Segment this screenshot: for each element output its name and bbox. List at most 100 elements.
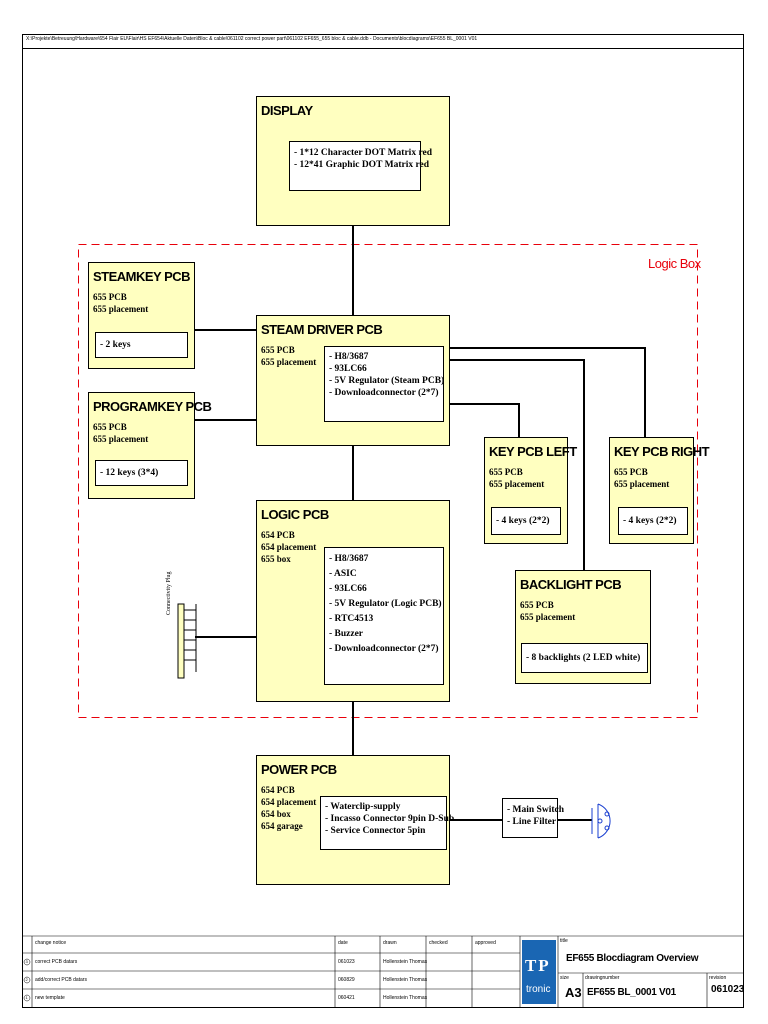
display-title: DISPLAY <box>261 103 313 118</box>
power-features: - Waterclip-supply - Incasso Connector 9… <box>320 796 455 850</box>
keyright-features: - 4 keys (2*2) <box>618 507 688 535</box>
mains-features: - Main Switch - Line Filter <box>502 798 564 838</box>
display-features: - 1*12 Character DOT Matrix red - 12*41 … <box>289 141 432 191</box>
power-sub-line: 654 garage <box>261 821 303 831</box>
programkey-block: PROGRAMKEY PCB 655 PCB 655 placement - 1… <box>88 392 212 499</box>
steamkey-block: STEAMKEY PCB 655 PCB 655 placement - 2 k… <box>88 262 195 369</box>
display-feature: - 12*41 Graphic DOT Matrix red <box>294 160 430 170</box>
steamdriver-sub-line: 655 PCB <box>261 345 295 355</box>
programkey-sub-line: 655 PCB <box>93 422 127 432</box>
steamdriver-block: STEAM DRIVER PCB 655 PCB 655 placement -… <box>256 315 450 446</box>
keyleft-features: - 4 keys (2*2) <box>491 507 561 535</box>
drawing-number: EF655 BL_0001 V01 <box>587 987 676 998</box>
programkey-title: PROGRAMKEY PCB <box>93 399 212 414</box>
programkey-sub-line: 655 placement <box>93 434 149 444</box>
keyright-block: KEY PCB RIGHT 655 PCB 655 placement - 4 … <box>609 437 710 544</box>
path-divider <box>22 48 744 49</box>
logic-sub: 654 PCB 654 placement 655 box <box>261 529 316 565</box>
power-title: POWER PCB <box>261 762 337 777</box>
logo-bottom-text: tronic <box>526 984 551 995</box>
logic-box-label: Logic Box <box>648 256 701 271</box>
display-feature: - 1*12 Character DOT Matrix red <box>294 148 432 158</box>
logic-feature: - Downloadconnector (2*7) <box>329 644 439 654</box>
connectivity-plug <box>177 603 197 679</box>
steamdriver-features: - H8/3687 - 93LC66 - 5V Regulator (Steam… <box>324 346 444 422</box>
row-drawn: Hollenstein Thomas <box>383 977 428 983</box>
backlight-title: BACKLIGHT PCB <box>520 577 622 592</box>
logic-block: LOGIC PCB 654 PCB 654 placement 655 box … <box>256 500 450 702</box>
steamdriver-feature: - Downloadconnector (2*7) <box>329 388 439 398</box>
row-index: 1 <box>25 995 28 1000</box>
steamkey-feature: - 2 keys <box>100 340 131 350</box>
logic-feature: - H8/3687 <box>329 554 369 564</box>
header-checked: checked <box>429 940 448 946</box>
wire-steamdriver-keyleft <box>442 403 520 437</box>
backlight-feature: - 8 backlights (2 LED white) <box>526 653 641 663</box>
drawing-title: EF655 Blocdiagram Overview <box>566 953 699 964</box>
logic-sub-line: 655 box <box>261 554 291 564</box>
row-drawn: Hollenstein Thomas <box>383 995 428 1001</box>
revision-label: revision <box>709 975 727 981</box>
power-feature: - Incasso Connector 9pin D-Sub <box>325 814 455 824</box>
logic-feature: - RTC4513 <box>329 614 374 624</box>
row-change: new template <box>35 995 65 1001</box>
power-feature: - Waterclip-supply <box>325 802 401 812</box>
backlight-sub-line: 655 placement <box>520 612 576 622</box>
power-block: POWER PCB 654 PCB 654 placement 654 box … <box>256 755 455 885</box>
revision-value: 061023 <box>711 984 745 995</box>
logic-feature: - 93LC66 <box>329 584 367 594</box>
power-feature: - Service Connector 5pin <box>325 826 426 836</box>
steamdriver-title: STEAM DRIVER PCB <box>261 322 383 337</box>
steamdriver-feature: - 93LC66 <box>329 364 367 374</box>
logic-feature: - 5V Regulator (Logic PCB) <box>329 599 442 609</box>
header-date: date <box>338 940 348 946</box>
row-change: correct PCB datars <box>35 959 78 965</box>
steamdriver-feature: - 5V Regulator (Steam PCB) <box>329 376 445 386</box>
toptronic-logo: T P tronic <box>522 940 556 1004</box>
keyleft-title: KEY PCB LEFT <box>489 444 577 459</box>
backlight-sub: 655 PCB 655 placement <box>520 599 575 623</box>
steamkey-sub-line: 655 PCB <box>93 292 127 302</box>
keyright-sub-line: 655 placement <box>614 479 670 489</box>
programkey-features: - 12 keys (3*4) <box>95 460 188 486</box>
steamdriver-sub: 655 PCB 655 placement <box>261 344 316 368</box>
mains-feature: - Line Filter <box>507 817 557 827</box>
steamkey-features: - 2 keys <box>95 332 188 358</box>
drawing-sheet <box>22 34 744 1008</box>
steamdriver-feature: - H8/3687 <box>329 352 369 362</box>
mains-plug-icon <box>591 803 611 839</box>
row-index: 2 <box>25 977 28 982</box>
power-sub: 654 PCB 654 placement 654 box 654 garage <box>261 784 316 832</box>
backlight-block: BACKLIGHT PCB 655 PCB 655 placement - 8 … <box>515 570 651 684</box>
wire-steamdriver-keyright <box>442 347 646 437</box>
keyright-sub: 655 PCB 655 placement <box>614 466 669 490</box>
size-label: size <box>560 975 569 981</box>
keyleft-block: KEY PCB LEFT 655 PCB 655 placement - 4 k… <box>484 437 577 544</box>
sheet-size: A3 <box>565 985 582 1000</box>
steamdriver-sub-line: 655 placement <box>261 357 317 367</box>
row-date: 061023 <box>338 959 355 965</box>
power-sub-line: 654 PCB <box>261 785 295 795</box>
wire-steamdriver-backlight <box>442 359 585 570</box>
row-date: 060829 <box>338 977 355 983</box>
title-label: title <box>560 938 568 944</box>
keyleft-sub-line: 655 placement <box>489 479 545 489</box>
keyright-title: KEY PCB RIGHT <box>614 444 710 459</box>
steamkey-sub-line: 655 placement <box>93 304 149 314</box>
logic-title: LOGIC PCB <box>261 507 329 522</box>
logo-top-text: T P <box>525 956 549 975</box>
drawing-number-label: drawingnumber <box>585 975 620 981</box>
header-drawn: drawn <box>383 940 397 946</box>
logic-feature: - Buzzer <box>329 629 364 639</box>
keyleft-feature: - 4 keys (2*2) <box>496 516 550 526</box>
power-sub-line: 654 placement <box>261 797 317 807</box>
power-sub-line: 654 box <box>261 809 291 819</box>
header-approved: approved <box>475 940 496 946</box>
row-drawn: Hollenstein Thomas <box>383 959 428 965</box>
row-change: add/correct PCB datars <box>35 977 87 983</box>
file-path: X:\Projekte\Betreuung\Hardware\654 Flair… <box>26 36 478 42</box>
programkey-sub: 655 PCB 655 placement <box>93 421 148 445</box>
row-date: 060421 <box>338 995 355 1001</box>
